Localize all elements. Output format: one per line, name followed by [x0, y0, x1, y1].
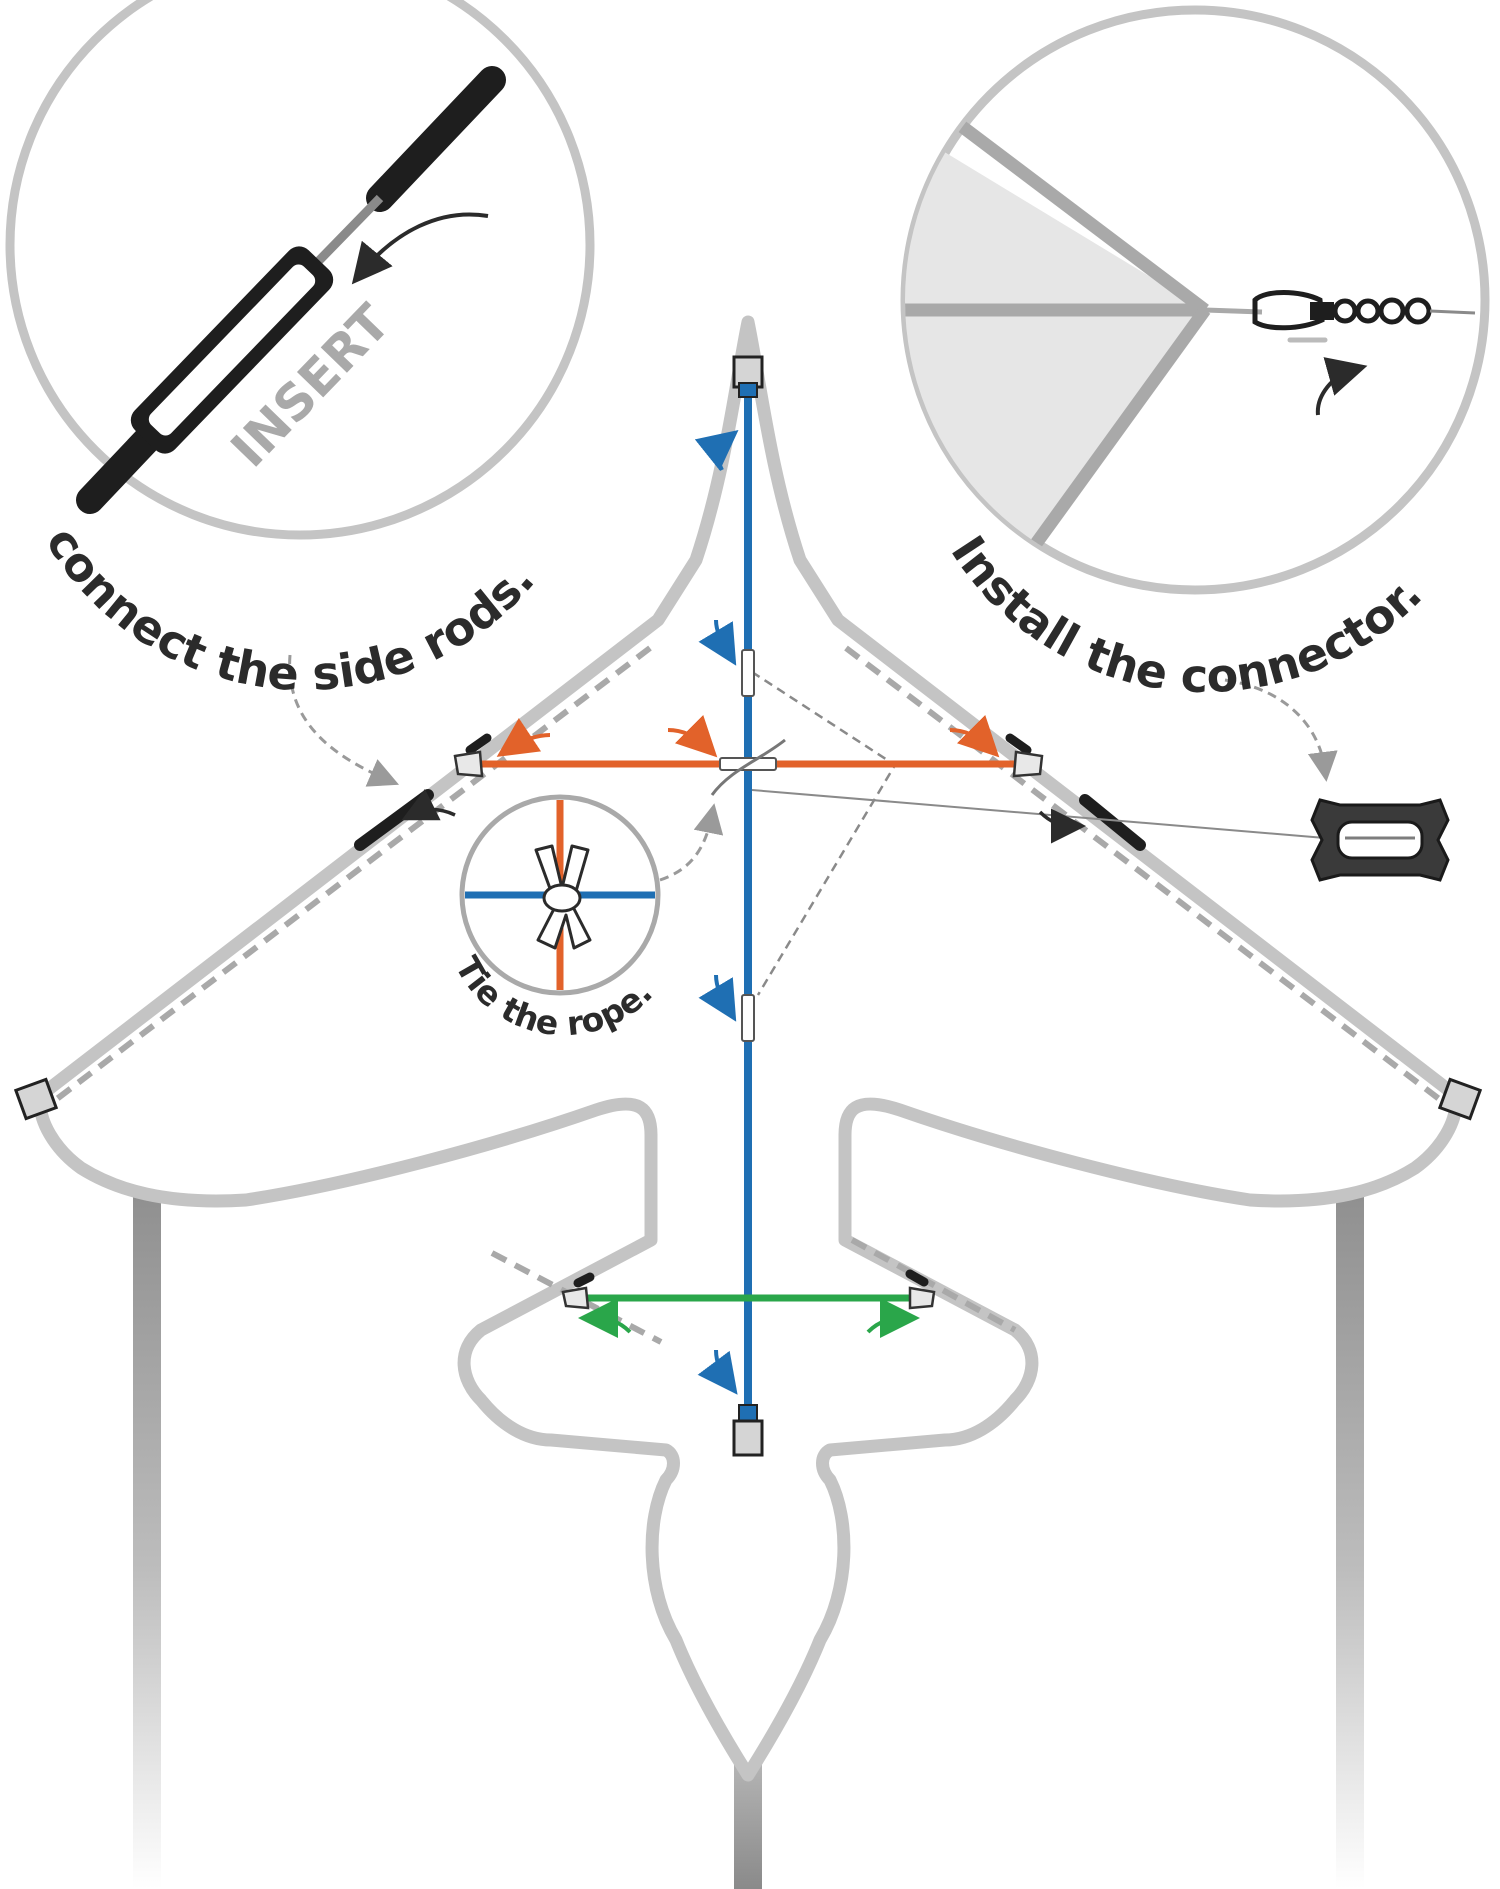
left-tail-clip-icon	[561, 1286, 590, 1310]
spine-joint-lower	[741, 994, 755, 1042]
tie-rope-detail	[459, 794, 661, 996]
insert-arrow	[351, 212, 489, 285]
top-end-cap-icon	[732, 355, 764, 398]
right-tail-rod-end	[905, 1269, 929, 1287]
left-pole	[133, 1180, 161, 1889]
pointer-arrow-connector	[1224, 678, 1338, 782]
center-knot-icon	[710, 738, 786, 796]
flying-line	[751, 789, 1326, 839]
spine-arrow-lower	[698, 974, 737, 1022]
center-pole	[734, 1760, 762, 1889]
right-pole	[1336, 1180, 1364, 1889]
left-wingtip-cap-icon	[13, 1077, 59, 1121]
sail-edge-upper	[956, 119, 1209, 316]
right-tail-clip-icon	[908, 1286, 936, 1310]
left-tail-stitching	[490, 1250, 663, 1345]
right-side-rod	[1079, 794, 1146, 851]
spar-arrow-left	[496, 718, 551, 757]
spar-arrow-center	[667, 714, 718, 758]
side-rods-detail: INSERT	[5, 0, 595, 540]
sail-panel	[905, 125, 1205, 545]
spine-arrow-bottom	[697, 1349, 738, 1395]
knot-icon	[534, 844, 592, 950]
rod-arrow-right	[1038, 808, 1086, 844]
pointer-arrow-tie-rope	[659, 803, 724, 882]
spine-arrow-top	[694, 429, 739, 471]
line-winder-icon	[1310, 798, 1450, 882]
right-rod-end	[1005, 733, 1032, 755]
rod-connector-icon	[130, 246, 334, 454]
left-rod-end	[465, 733, 492, 755]
connector-detail	[900, 5, 1490, 595]
tail-arrow-left	[578, 1298, 632, 1339]
rod-segment-upper	[366, 66, 506, 212]
right-spar-clip-icon	[1012, 750, 1044, 778]
swivel-snap-clip-icon	[1252, 290, 1476, 343]
rod-arrow-left	[401, 788, 456, 821]
spine-joint-upper	[741, 649, 755, 697]
pointer-arrow-side-rods	[288, 654, 400, 787]
right-tail-stitching	[850, 1237, 1017, 1333]
right-wingtip-cap-icon	[1437, 1077, 1483, 1121]
connector-arrow	[1315, 357, 1368, 416]
left-tail-rod-end	[573, 1272, 595, 1288]
spar-arrow-right	[949, 714, 1000, 758]
left-wing-stitching	[43, 645, 652, 1111]
tail-arrow-right	[866, 1298, 920, 1339]
spine-arrow-upper	[698, 619, 737, 666]
left-spar-clip-icon	[453, 750, 484, 778]
bottom-end-cap-icon	[732, 1404, 764, 1457]
sail-edge-lower	[1029, 306, 1211, 549]
connect-side-rods-label: connect the side rods.	[35, 517, 544, 701]
right-wing-stitching	[844, 645, 1453, 1111]
